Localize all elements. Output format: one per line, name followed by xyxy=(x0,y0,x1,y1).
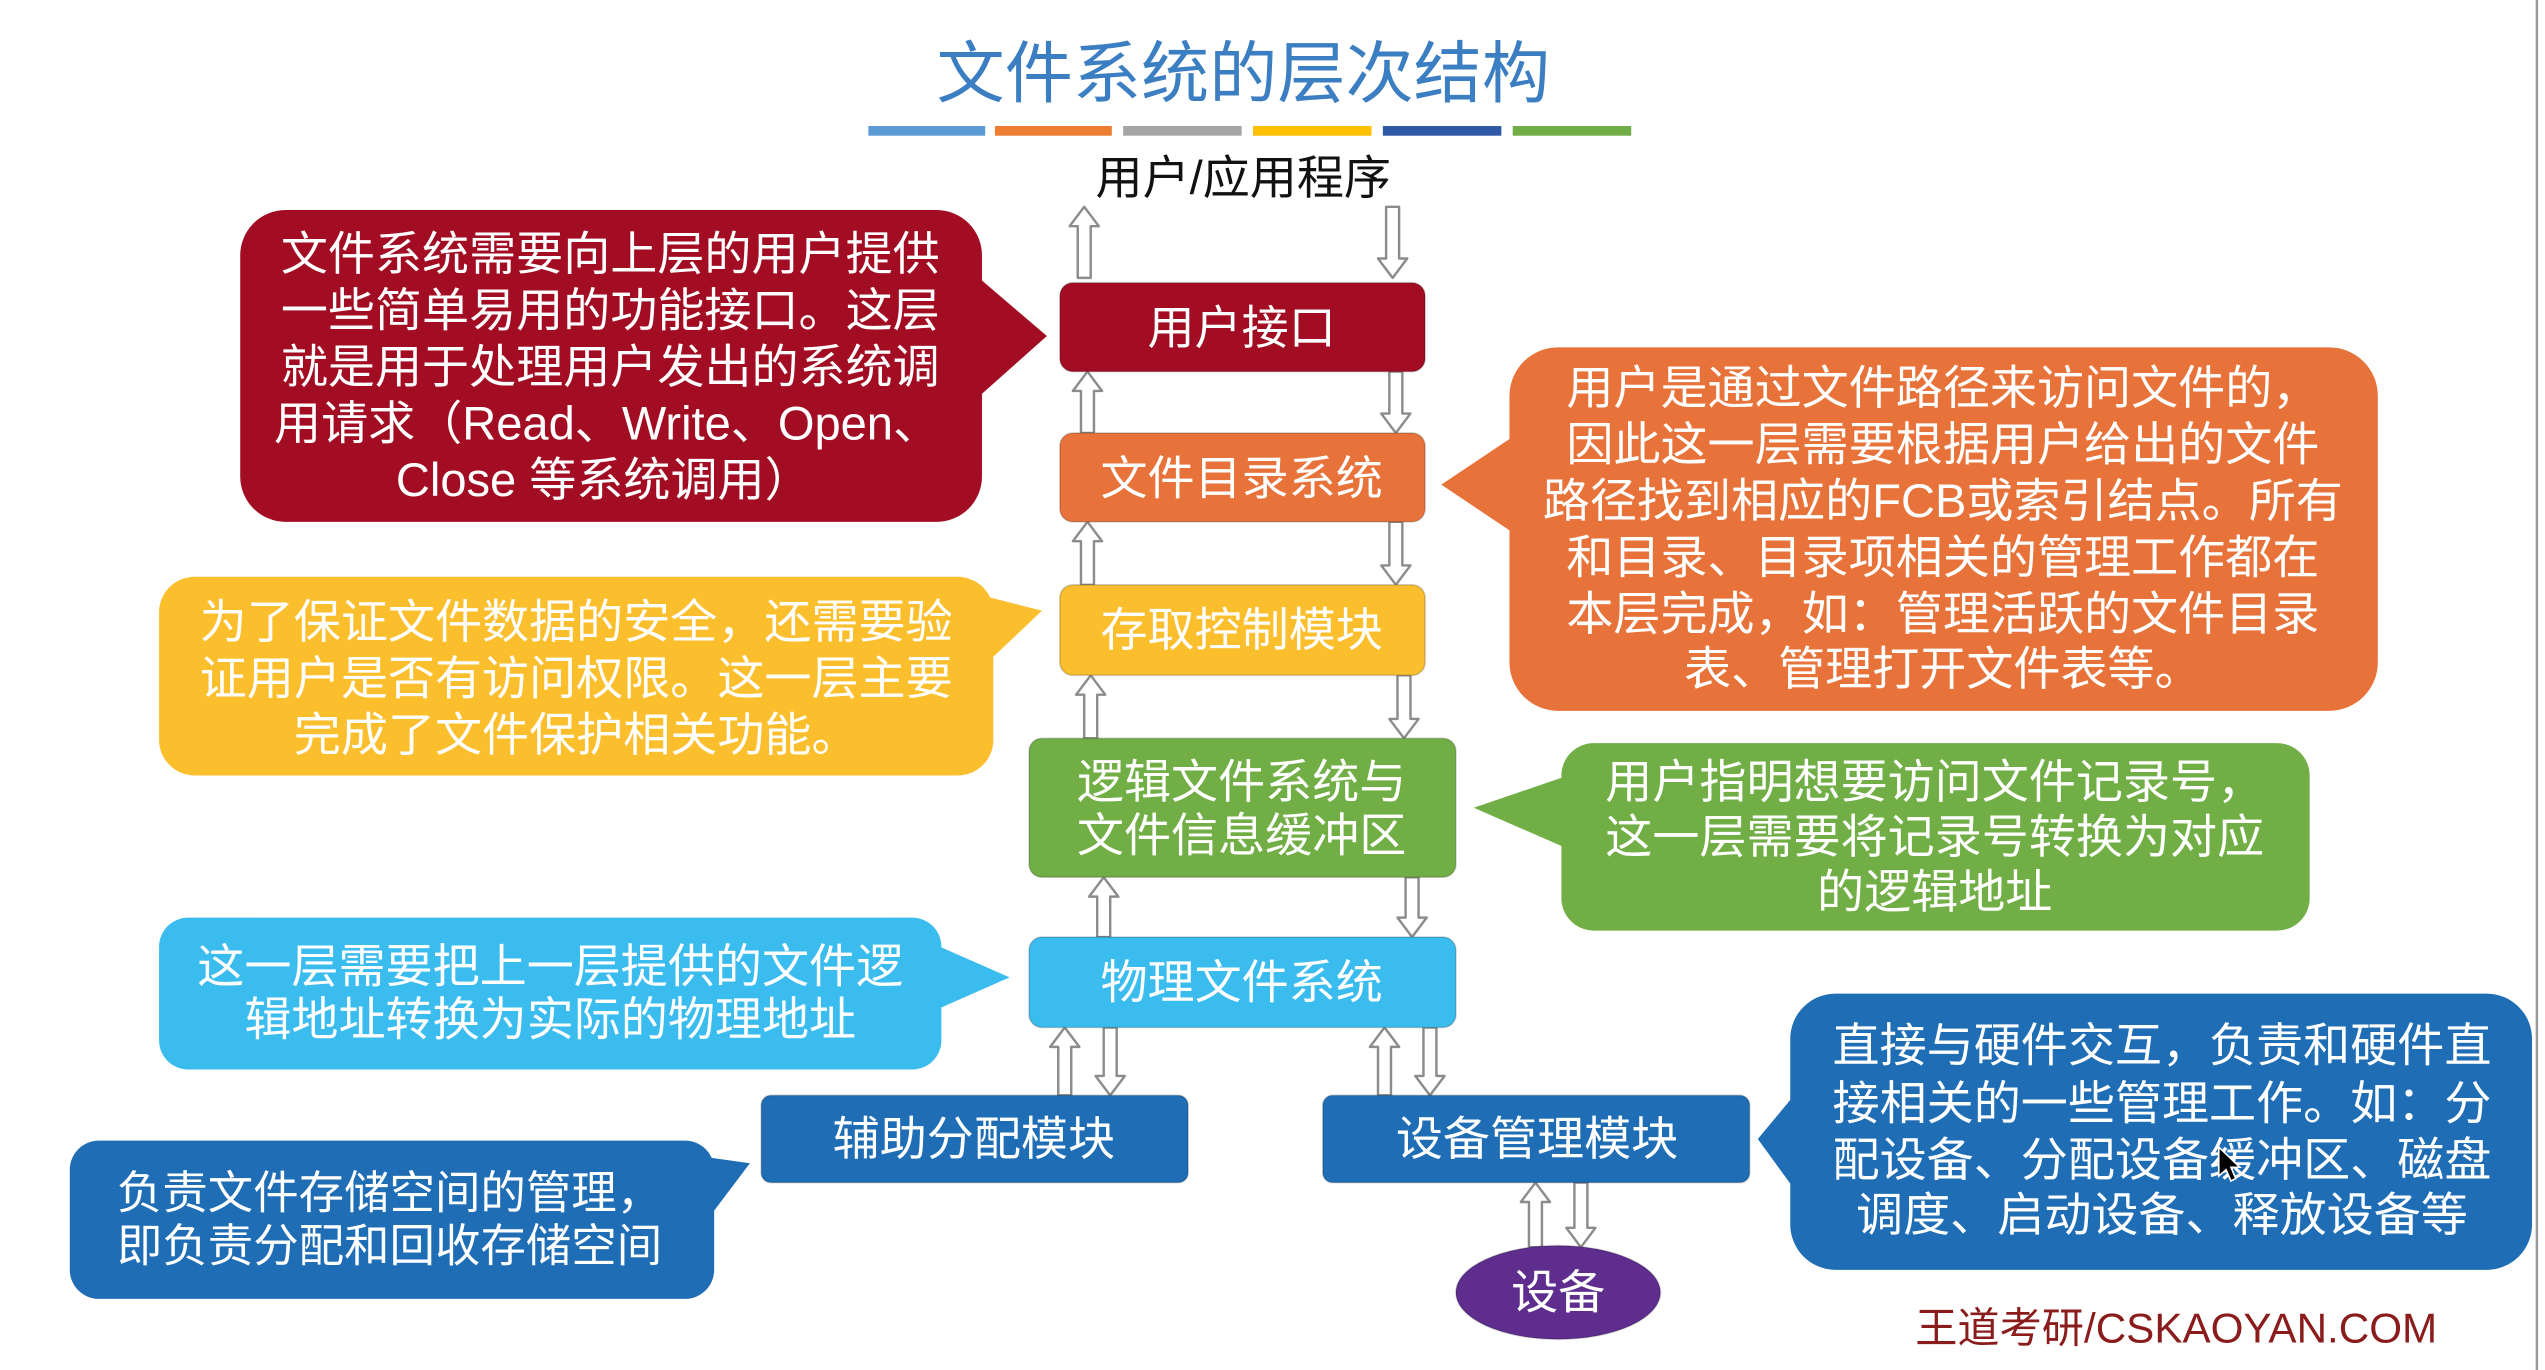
callout-allocation-module: 负责文件存储空间的管理， 即负责分配和回收存储空间 xyxy=(69,1140,750,1299)
callout-line: 负责文件存储空间的管理， xyxy=(117,1168,662,1219)
title-color-bar xyxy=(868,126,1632,136)
title-bar-segment xyxy=(1382,126,1502,136)
callout-line: 一些简单易用的功能接口。这层 xyxy=(281,283,940,336)
down-arrow-icon xyxy=(1565,1181,1597,1249)
layer-device-management-module: 设备管理模块 xyxy=(1322,1094,1751,1184)
down-arrow-icon xyxy=(1388,674,1420,740)
up-arrow-icon xyxy=(1071,520,1104,587)
callout-pointer xyxy=(965,266,1047,404)
callout-line: 这一层需要将记录号转换为对应 xyxy=(1605,810,2264,863)
page-title: 文件系统的层次结构 xyxy=(937,36,1550,112)
layer-box xyxy=(1059,432,1426,523)
callout-line: 本层完成，如：管理活跃的文件目录 xyxy=(1566,587,2319,640)
up-arrow-icon xyxy=(1068,205,1101,280)
callout-line: Close 等系统调用） xyxy=(396,453,812,506)
up-arrow-icon xyxy=(1071,370,1104,435)
callout-bubble xyxy=(240,210,982,522)
callout-pointer xyxy=(925,940,1010,1015)
up-arrow-icon xyxy=(1087,876,1120,939)
up-arrow-icon xyxy=(1519,1181,1552,1249)
layer-file-directory-system: 文件目录系统 xyxy=(1059,432,1426,523)
callout-line: 路径找到相应的FCB或索引结点。所有 xyxy=(1543,474,2343,527)
callout-line: 证用户是否有访问权限。这一层主要 xyxy=(200,652,953,705)
title-bar-segment xyxy=(994,126,1112,136)
layer-box xyxy=(1059,281,1426,373)
layer-label: 文件目录系统 xyxy=(1100,451,1382,504)
callout-line: 用户指明想要访问文件记录号， xyxy=(1605,755,2264,808)
layer-box xyxy=(1322,1094,1751,1184)
footer-brand: 王道考研/CSKAOYAN.COM xyxy=(1915,1305,2437,1352)
down-arrow-icon xyxy=(1414,1026,1446,1097)
up-arrow-icon xyxy=(1074,674,1107,740)
callout-line: 辑地址转换为实际的物理地址 xyxy=(244,993,856,1046)
layer-logical-file-system: 逻辑文件系统与 文件信息缓冲区 xyxy=(1028,737,1457,879)
callout-user-interface: 文件系统需要向上层的用户提供 一些简单易用的功能接口。这层 就是用于处理用户发出… xyxy=(240,210,1047,522)
callout-pointer xyxy=(1473,772,1578,854)
layer-device: 设备 xyxy=(1455,1244,1662,1341)
callout-line: 为了保证文件数据的安全，还需要验 xyxy=(200,595,953,648)
callout-line: 完成了文件保护相关功能。 xyxy=(294,708,859,761)
down-arrow-icon xyxy=(1396,876,1428,939)
callout-line: 就是用于处理用户发出的系统调 xyxy=(281,340,940,393)
layer-label: 用户接口 xyxy=(1148,301,1336,354)
callout-bubble xyxy=(159,576,994,776)
callout-line: 因此这一层需要根据用户给出的文件 xyxy=(1566,418,2319,471)
up-arrow-icon xyxy=(1048,1026,1081,1097)
layer-label: 设备管理模块 xyxy=(1396,1112,1678,1165)
down-arrow-icon xyxy=(1094,1026,1127,1097)
callout-bubble xyxy=(1509,347,2378,711)
callout-access-control-module: 为了保证文件数据的安全，还需要验 证用户是否有访问权限。这一层主要 完成了文件保… xyxy=(159,576,1043,776)
down-arrow-icon xyxy=(1376,205,1409,280)
title-bar-segment xyxy=(1512,126,1632,136)
layer-box xyxy=(1028,737,1457,879)
up-arrow-icon xyxy=(1368,1026,1401,1097)
callout-physical-file-system: 这一层需要把上一层提供的文件逻 辑地址转换为实际的物理地址 xyxy=(159,917,1010,1070)
callout-line: 这一层需要把上一层提供的文件逻 xyxy=(197,939,903,992)
callout-line: 和目录、目录项相关的管理工作都在 xyxy=(1566,531,2319,584)
layer-label: 物理文件系统 xyxy=(1100,956,1382,1009)
layer-user-interface: 用户接口 xyxy=(1059,281,1426,373)
layer-box xyxy=(1059,584,1426,677)
layer-box xyxy=(1028,936,1457,1029)
title-bar-segment xyxy=(1253,126,1372,136)
down-arrow-icon xyxy=(1380,370,1412,435)
user-application-label: 用户/应用程序 xyxy=(1096,151,1391,204)
callout-line: 即负责分配和回收存储空间 xyxy=(117,1221,662,1272)
callout-bubble xyxy=(69,1140,715,1299)
layer-arrows xyxy=(1048,205,1597,1249)
layer-label: 存取控制模块 xyxy=(1100,603,1382,656)
callout-bubble xyxy=(1561,743,2310,931)
callout-bubble xyxy=(1790,993,2533,1270)
callout-file-directory-system: 用户是通过文件路径来访问文件的， 因此这一层需要根据用户给出的文件 路径找到相应… xyxy=(1441,347,2378,711)
layer-box xyxy=(760,1094,1189,1184)
title-bar-segment xyxy=(1123,126,1242,136)
callout-line: 调度、启动设备、释放设备等 xyxy=(1856,1188,2468,1241)
title-bar-segment xyxy=(868,126,986,136)
layer-allocation-module: 辅助分配模块 xyxy=(760,1094,1189,1184)
callout-line: 文件系统需要向上层的用户提供 xyxy=(281,227,940,280)
callout-line: 的逻辑地址 xyxy=(1817,865,2052,918)
layer-physical-file-system: 物理文件系统 xyxy=(1028,936,1457,1029)
mouse-cursor-icon xyxy=(2217,1145,2242,1183)
callout-line: 配设备、分配设备缓冲区、磁盘 xyxy=(1833,1133,2492,1186)
device-ellipse xyxy=(1455,1244,1662,1341)
callout-line: 表、管理打开文件表等。 xyxy=(1684,642,2202,695)
callout-device-management-module: 直接与硬件交互，负责和硬件直 接相关的一些管理工作。如：分 配设备、分配设备缓冲… xyxy=(1757,993,2533,1270)
callout-bubble xyxy=(159,917,942,1070)
callout-logical-file-system: 用户指明想要访问文件记录号， 这一层需要将记录号转换为对应 的逻辑地址 xyxy=(1473,743,2310,931)
layer-label-line: 逻辑文件系统与 xyxy=(1077,755,1406,808)
layer-access-control-module: 存取控制模块 xyxy=(1059,584,1426,677)
down-arrow-icon xyxy=(1380,520,1412,587)
layer-label: 辅助分配模块 xyxy=(833,1112,1115,1165)
callout-line: 用户是通过文件路径来访问文件的， xyxy=(1566,361,2319,414)
layer-label: 设备 xyxy=(1511,1266,1605,1319)
layer-label-line: 文件信息缓冲区 xyxy=(1077,809,1406,862)
callout-line: 接相关的一些管理工作。如：分 xyxy=(1833,1077,2492,1130)
callout-line: 用请求（Read、Write、Open、 xyxy=(274,397,940,450)
callout-line: 直接与硬件交互，负责和硬件直 xyxy=(1833,1019,2492,1072)
callout-pointer xyxy=(1441,428,1526,542)
